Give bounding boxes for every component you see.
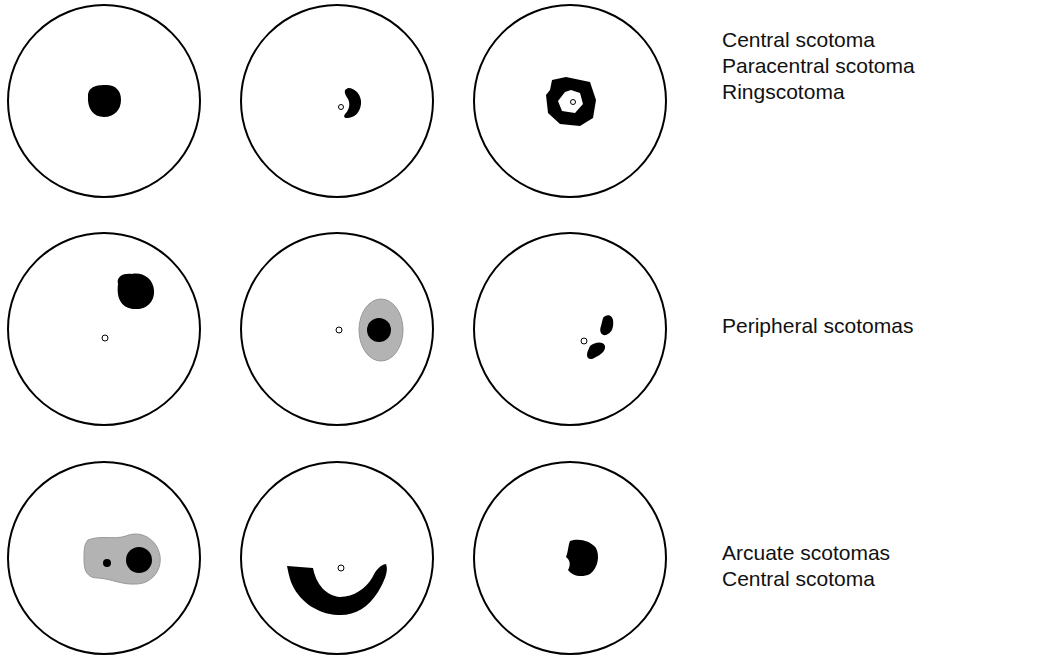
relative-scotoma	[359, 299, 403, 361]
fixation-point	[336, 327, 342, 333]
visual-field-circle	[474, 5, 666, 197]
fixation-point	[339, 105, 344, 110]
paracentral-scotoma	[344, 88, 361, 118]
visual-field-circle	[474, 462, 666, 654]
field-defect-label: Central scotoma	[722, 566, 875, 592]
visual-field-circle	[8, 5, 200, 197]
field-defect-label: Peripheral scotomas	[722, 313, 913, 339]
absolute-scotoma	[126, 547, 152, 573]
field-defect-label: Central scotoma	[722, 27, 875, 53]
peripheral-scotoma	[118, 274, 154, 309]
visual-field-circle	[474, 233, 666, 425]
fixation-point	[102, 335, 108, 341]
fixation-point	[571, 100, 576, 105]
peripheral-scotoma	[587, 343, 605, 359]
visual-field-circle	[8, 462, 200, 654]
field-defect-label: Paracentral scotoma	[722, 53, 915, 79]
visual-field-circle	[241, 5, 433, 197]
visual-field-circle	[241, 462, 433, 654]
arcuate-scotoma	[287, 564, 387, 615]
ring-scotoma	[546, 77, 596, 126]
fixation-point	[581, 338, 587, 344]
visual-field-circle	[8, 233, 200, 425]
absolute-scotoma	[103, 559, 111, 567]
field-defect-label: Arcuate scotomas	[722, 540, 890, 566]
absolute-scotoma	[367, 318, 391, 342]
visual-field-circle	[241, 233, 433, 425]
peripheral-scotoma	[600, 315, 613, 335]
central-scotoma	[88, 85, 121, 117]
fixation-point	[338, 565, 344, 571]
field-defect-label: Ringscotoma	[722, 79, 845, 105]
relative-scotoma	[84, 534, 160, 584]
central-scotoma	[566, 540, 598, 576]
